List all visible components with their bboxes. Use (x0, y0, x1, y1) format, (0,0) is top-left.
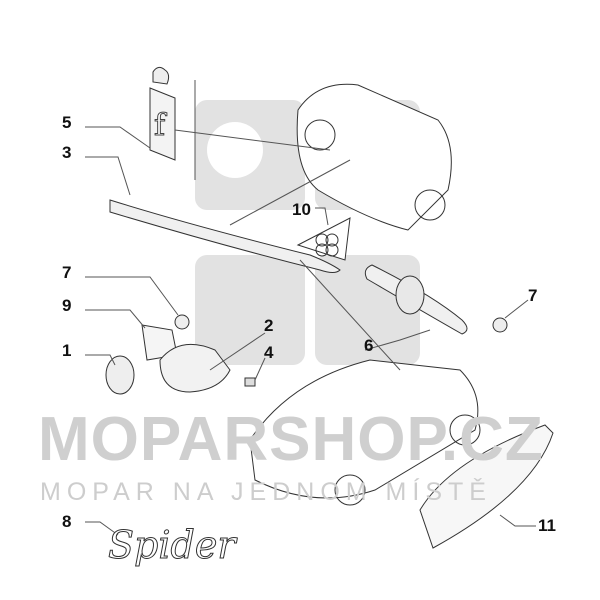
part-7-cap-left (174, 314, 190, 330)
callout-11: 11 (538, 516, 556, 535)
leader-lines (85, 80, 536, 536)
callout-5: 5 (62, 113, 72, 132)
svg-text:f: f (154, 108, 167, 143)
callout-7-left: 7 (62, 263, 72, 282)
part-5-emblem: f (149, 66, 176, 161)
car-top (296, 83, 452, 231)
callout-10: 10 (292, 200, 311, 219)
part-1-badge (105, 355, 135, 395)
watermark-tagline: MOPAR NA JEDNOM MÍSTĚ (40, 478, 492, 506)
part-8-spider-badge: Spider (108, 523, 236, 568)
callout-6: 6 (364, 336, 374, 355)
callout-1: 1 (62, 341, 72, 360)
watermark-brand: MOPARSHOP.CZ (38, 405, 544, 474)
callout-9: 9 (62, 296, 72, 315)
callout-3: 3 (62, 143, 72, 162)
part-11-plate (419, 424, 554, 549)
part-6-grille (364, 264, 468, 335)
part-4-screw (244, 377, 256, 387)
part-10-quadrifoglio (296, 217, 351, 261)
callout-4: 4 (264, 343, 274, 362)
car-bottom (249, 359, 481, 506)
part-3-badge (109, 199, 341, 273)
part-2-housing (159, 343, 231, 393)
callout-8: 8 (62, 512, 72, 531)
part-7-cap-right (492, 317, 508, 333)
callout-2: 2 (264, 316, 274, 335)
callout-7-right: 7 (528, 286, 538, 305)
